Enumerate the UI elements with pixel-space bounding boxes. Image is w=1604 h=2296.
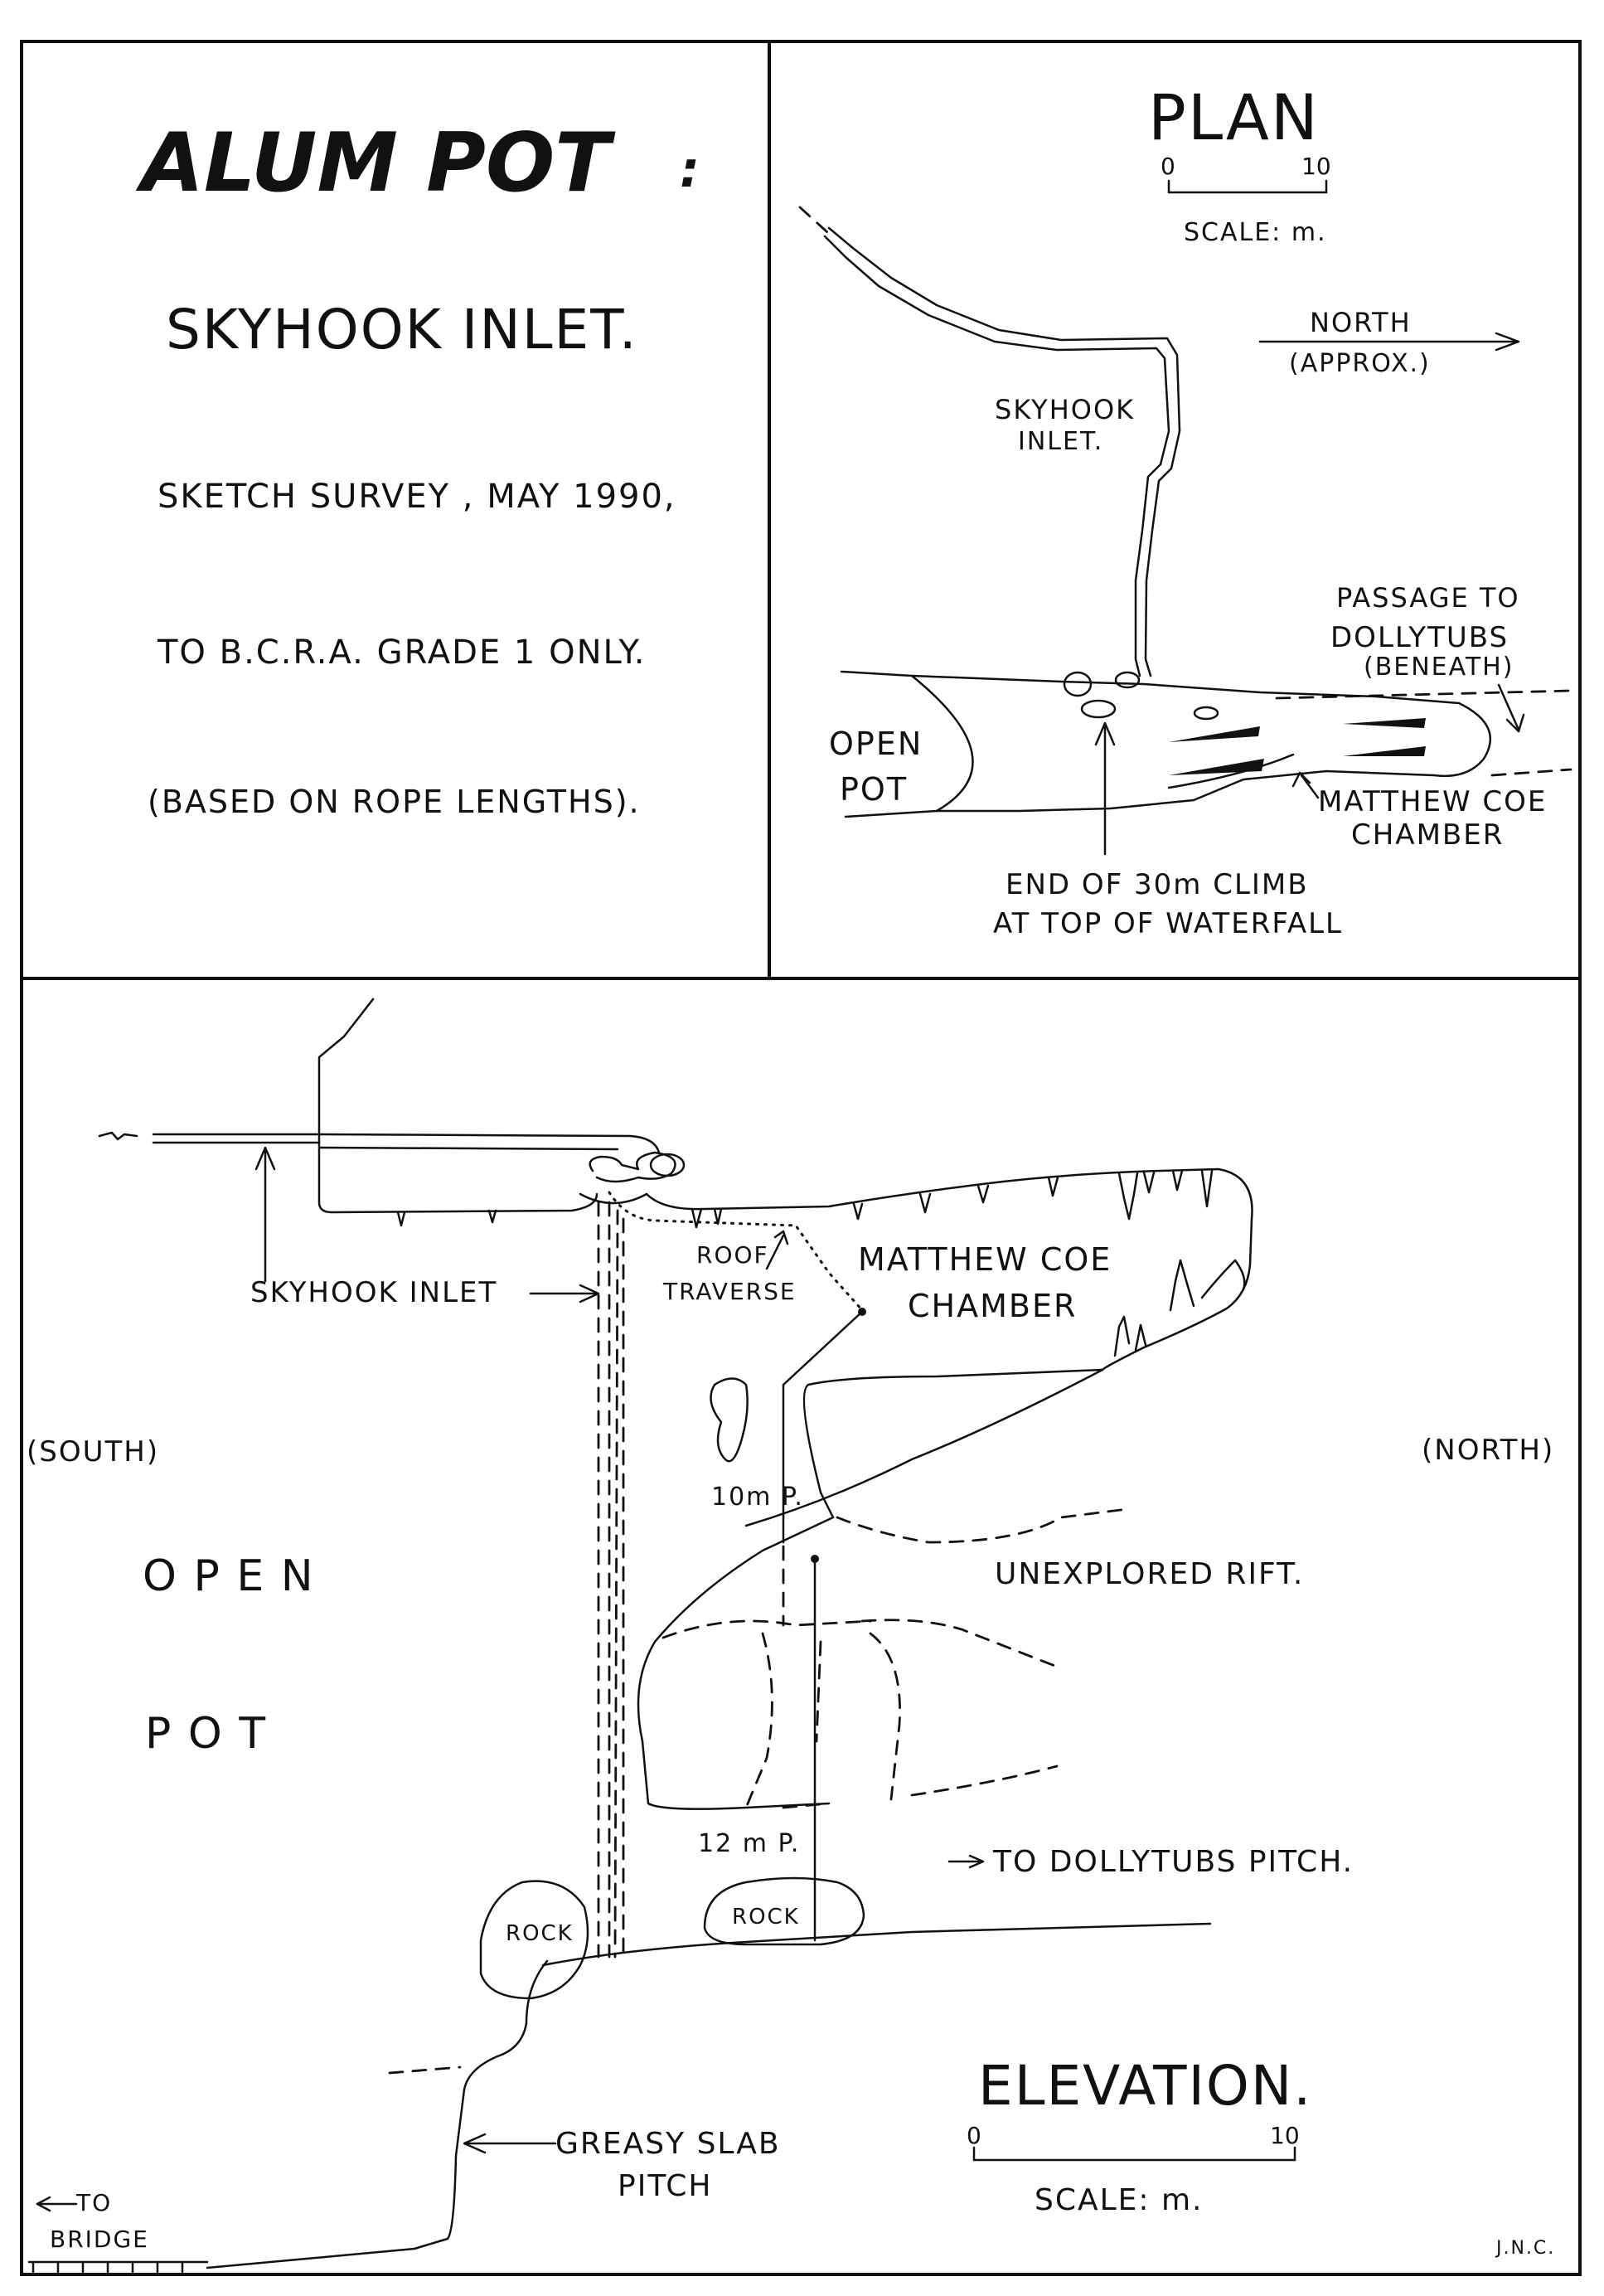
plan-boulder-marker	[1169, 726, 1260, 742]
plan-chamber: MATTHEW COE CHAMBER	[910, 671, 1573, 852]
elevation-waterfall	[597, 1201, 625, 1959]
skyhook-inlet-pointer: SKYHOOK INLET	[250, 1146, 600, 1309]
elevation-pitch-12m: 12 m P.	[698, 1555, 819, 1942]
elevation-floor: ROCK ROCK	[479, 1876, 1212, 2000]
plan-pool	[1114, 671, 1141, 689]
pitch-12-label: 12 m P.	[698, 1829, 800, 1858]
plan-boulder-marker	[1343, 718, 1426, 728]
north-note: (APPROX.)	[1289, 349, 1431, 378]
elevation-heading: ELEVATION.	[978, 2054, 1312, 2118]
to-dollytubs-label: TO DOLLYTUBS PITCH.	[992, 1845, 1354, 1879]
passage-label-3: (BENEATH)	[1364, 653, 1514, 682]
to-dollytubs-pointer: TO DOLLYTUBS PITCH.	[947, 1845, 1354, 1879]
plan-open-pot: OPEN POT	[829, 670, 974, 818]
north-arrow: NORTH (APPROX.)	[1258, 307, 1520, 378]
plan-scale-caption: SCALE: m.	[1184, 218, 1327, 247]
plan-scale-zero: 0	[1161, 153, 1175, 180]
survey-date-note: SKETCH SURVEY , MAY 1990,	[157, 478, 676, 516]
unexplored-rift-label: UNEXPLORED RIFT.	[995, 1557, 1304, 1591]
plan-boulder-marker	[1169, 759, 1264, 775]
north-direction-label: (NORTH)	[1422, 1434, 1554, 1467]
elevation-pot-label: P O T	[145, 1709, 267, 1759]
elevation-greasy-slab: GREASY SLAB PITCH	[206, 1959, 781, 2269]
plan-climb-annotation: END OF 30m CLIMB AT TOP OF WATERFALL	[993, 721, 1343, 940]
elevation-pitch-10m: 10m P.	[711, 1483, 804, 1512]
plan-skyhook-passage	[798, 206, 1181, 677]
climb-label-1: END OF 30m CLIMB	[1006, 868, 1309, 901]
elevation-chamber-label-2: CHAMBER	[908, 1288, 1077, 1324]
plan-passage-to-dollytubs: PASSAGE TO DOLLYTUBS (BENEATH)	[1330, 582, 1525, 733]
elevation-panel: ROOF TRAVERSE 10m P. 12 m P.	[27, 998, 1555, 2274]
plan-open-pot-label-2: POT	[840, 771, 908, 808]
elevation-scale-caption: SCALE: m.	[1035, 2183, 1204, 2217]
greasy-slab-label-2: PITCH	[618, 2169, 712, 2203]
greasy-slab-label-1: GREASY SLAB	[555, 2127, 781, 2161]
elevation-roof-traverse: ROOF TRAVERSE	[608, 1191, 866, 1316]
elevation-skyhook-passage	[98, 998, 686, 1214]
sheet-frame	[20, 40, 1582, 2276]
elevation-skyhook-label: SKYHOOK INLET	[250, 1276, 497, 1309]
roof-traverse-label-1: ROOF	[696, 1241, 769, 1269]
plan-boulder-marker	[1343, 746, 1426, 756]
plan-chamber-label-1: MATTHEW COE	[1318, 785, 1547, 818]
plan-scale-bar: 0 10 SCALE: m.	[1161, 153, 1331, 247]
plan-heading: PLAN	[1148, 80, 1320, 154]
plan-panel: PLAN 0 10 SCALE: m. NORTH (APPROX.) SKYH…	[798, 80, 1573, 940]
plan-pool	[1080, 699, 1117, 719]
rock-left-outline	[479, 1880, 589, 2000]
pitch-10-label: 10m P.	[711, 1483, 804, 1512]
rock-right-outline	[703, 1876, 865, 1946]
passage-label-1: PASSAGE TO	[1336, 582, 1520, 614]
passage-label-2: DOLLYTUBS	[1330, 621, 1509, 654]
plan-open-pot-label-1: OPEN	[829, 726, 923, 762]
plan-pool	[1063, 671, 1093, 697]
elevation-scale-ten: 10	[1270, 2122, 1300, 2149]
elevation-scale-bar: 0 10 SCALE: m.	[967, 2122, 1300, 2217]
survey-basis-note: (BASED ON ROPE LENGTHS).	[148, 784, 641, 820]
plan-chamber-label-2: CHAMBER	[1351, 818, 1504, 852]
rock-right-label: ROCK	[732, 1905, 800, 1930]
elevation-open-label: O P E N	[143, 1551, 315, 1601]
rock-left-label: ROCK	[506, 1921, 574, 1946]
plan-pool	[1193, 706, 1219, 721]
elevation-chamber-label-1: MATTHEW COE	[858, 1241, 1112, 1278]
elevation-rift	[637, 1310, 1129, 1810]
to-bridge-marker: TO BRIDGE	[27, 2189, 209, 2274]
north-label: NORTH	[1310, 307, 1412, 338]
surveyor-initials: J.N.C.	[1495, 2238, 1555, 2259]
roof-traverse-label-2: TRAVERSE	[662, 1278, 797, 1305]
elevation-scale-zero: 0	[967, 2122, 981, 2149]
plan-skyhook-label-2: INLET.	[1018, 427, 1103, 456]
climb-label-2: AT TOP OF WATERFALL	[993, 907, 1343, 940]
title-colon: :	[680, 141, 700, 199]
plan-scale-ten: 10	[1301, 153, 1331, 180]
plan-skyhook-label-1: SKYHOOK	[995, 394, 1135, 425]
to-bridge-label-1: TO	[75, 2189, 112, 2216]
survey-title: ALUM POT	[135, 116, 616, 211]
to-bridge-label-2: BRIDGE	[50, 2226, 149, 2253]
south-direction-label: (SOUTH)	[27, 1435, 159, 1468]
title-panel: ALUM POT : SKYHOOK INLET. SKETCH SURVEY …	[135, 116, 700, 820]
survey-subtitle: SKYHOOK INLET.	[166, 298, 638, 362]
survey-grade-note: TO B.C.R.A. GRADE 1 ONLY.	[157, 633, 647, 672]
elevation-chamber-roof	[396, 1167, 1253, 1371]
